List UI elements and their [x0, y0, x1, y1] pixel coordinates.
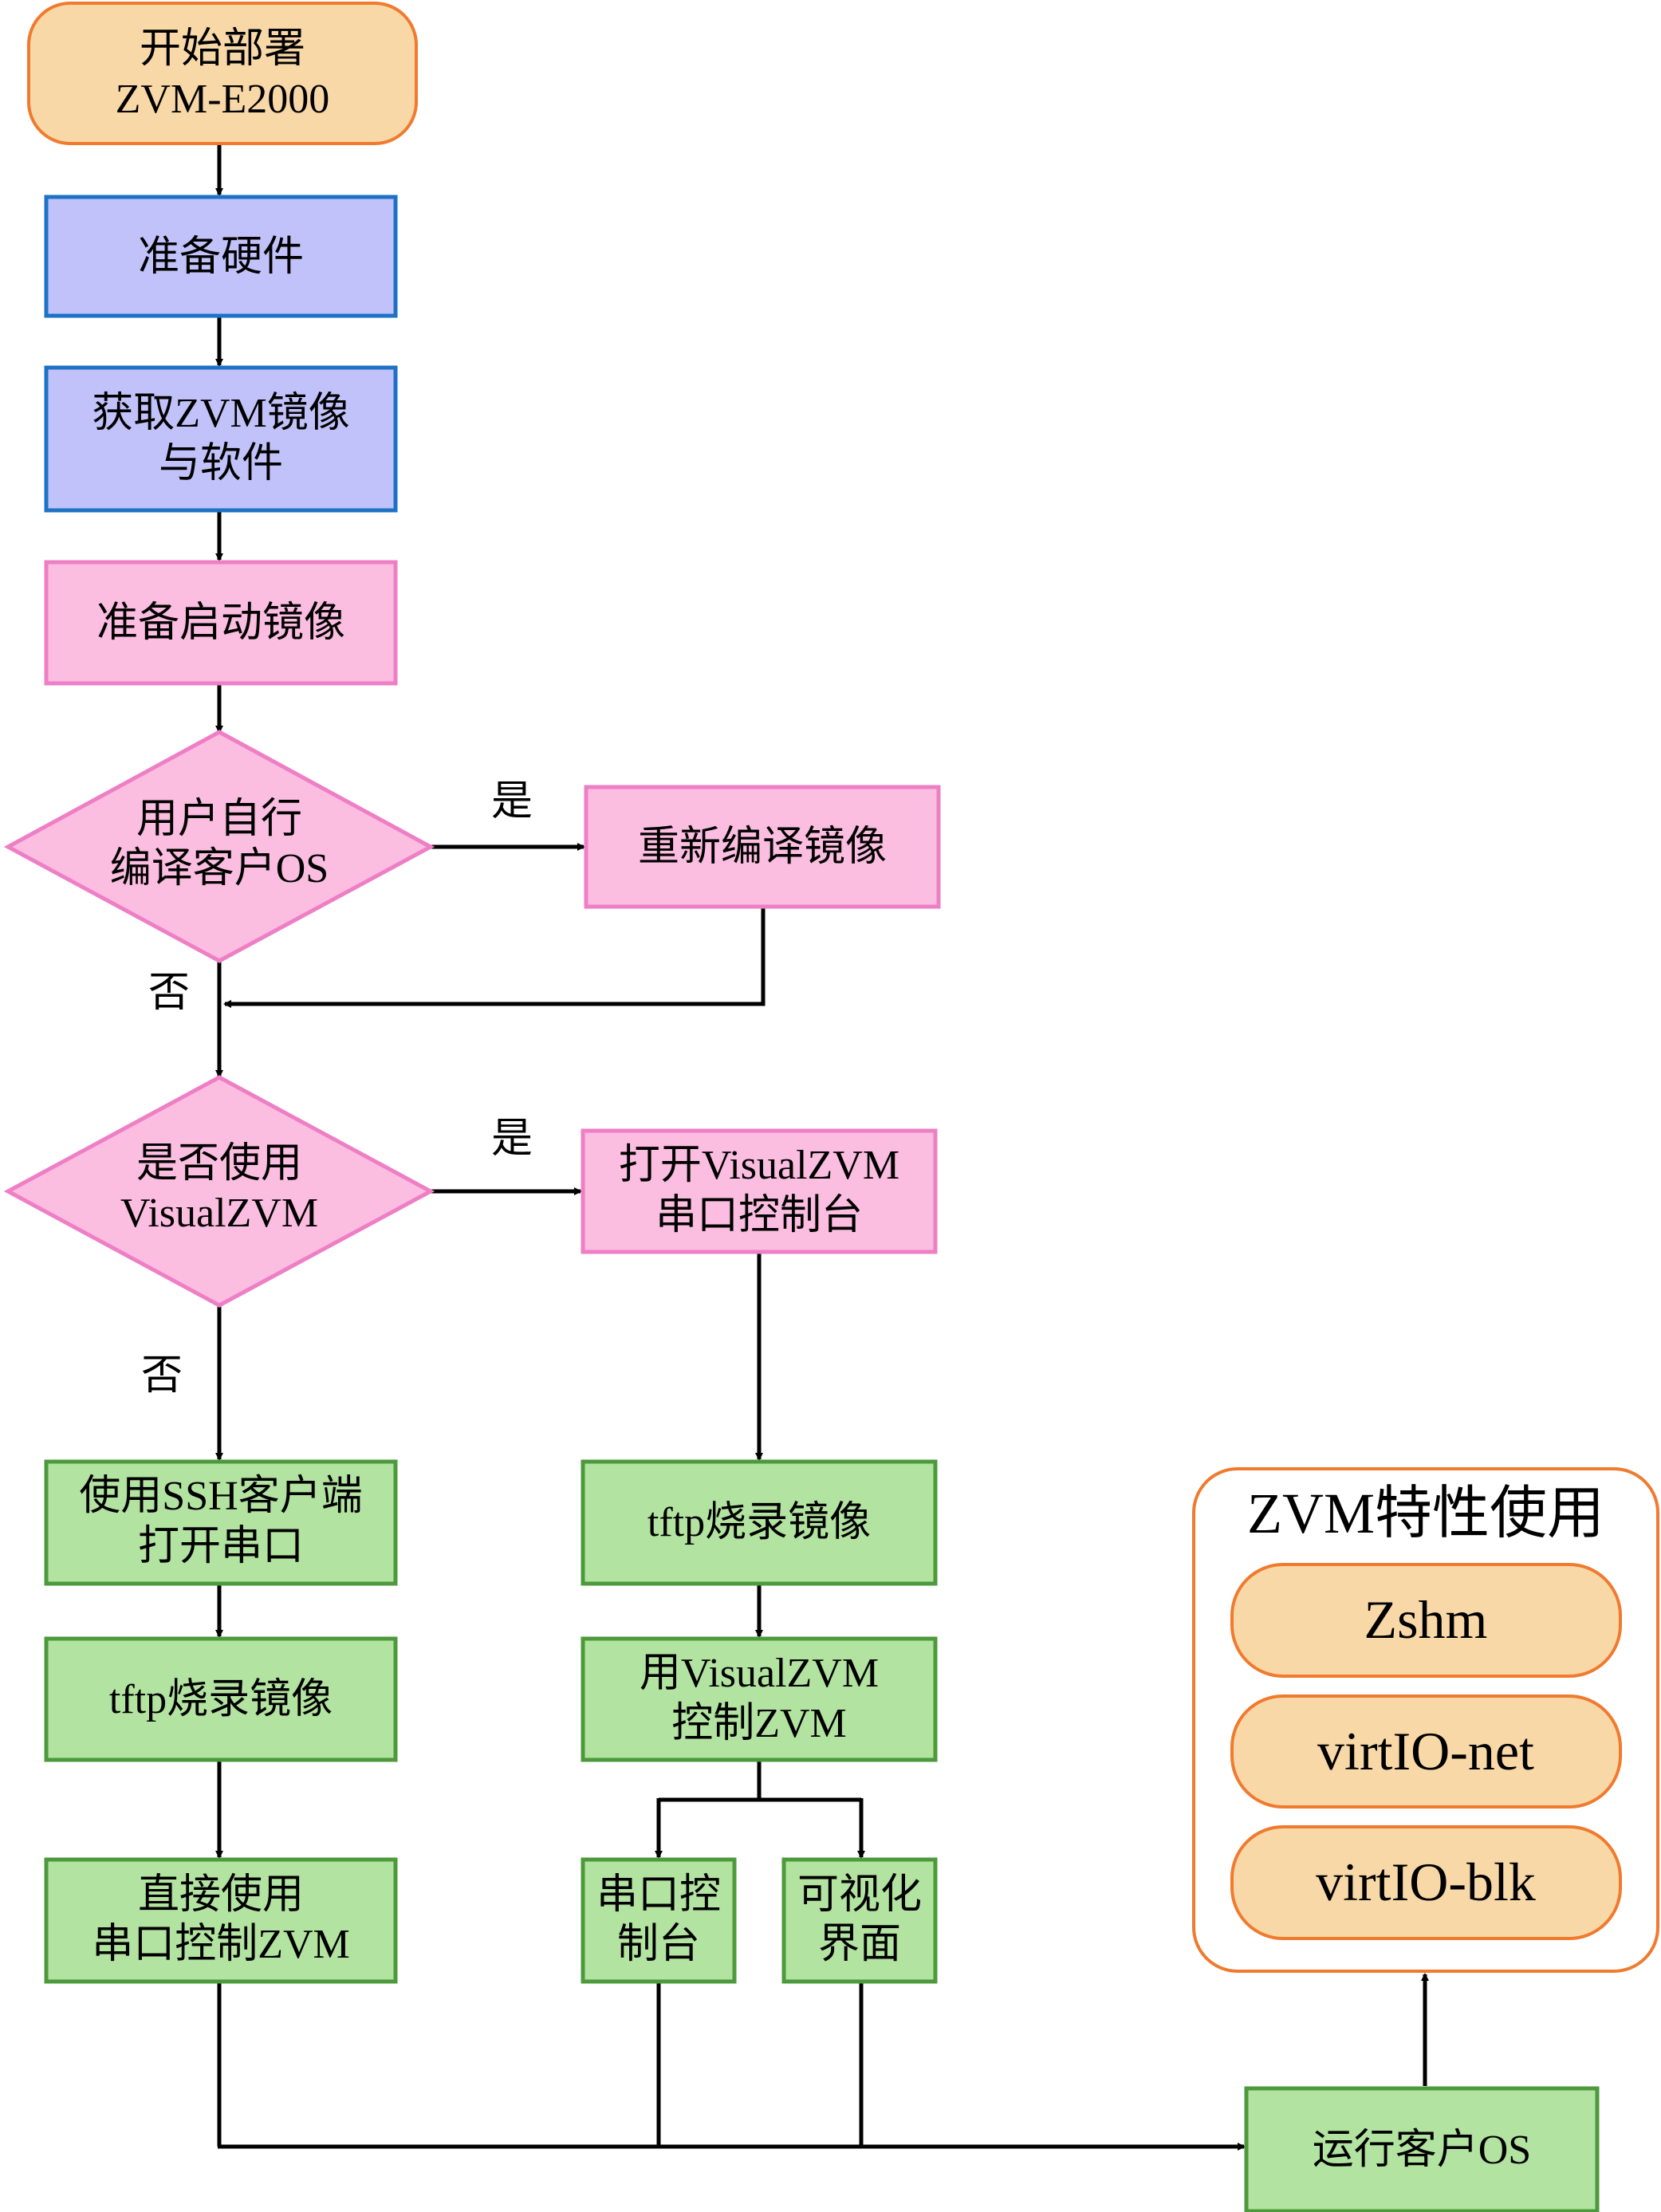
- feature-item-zshm: Zshm: [1230, 1563, 1622, 1678]
- serial-console-line2: 制台: [617, 1922, 700, 1967]
- visual-interface-step: 可视化 界面: [781, 1857, 938, 1984]
- serial-console-line1: 串口控: [596, 1872, 721, 1918]
- run-guest-os-step: 运行客户OS: [1244, 2086, 1600, 2212]
- visualzvm-decision: 是否使用 VisualZVM: [3, 1075, 435, 1308]
- tftp-flash-right-label: tftp烧录镜像: [647, 1500, 871, 1545]
- recompile-image-step: 重新编译镜像: [584, 785, 941, 909]
- start-node-line1: 开始部署: [140, 26, 305, 72]
- feature-item-label: virtIO-net: [1317, 1721, 1534, 1781]
- prepare-boot-image-label: 准备启动镜像: [96, 600, 345, 646]
- features-panel: ZVM特性使用 Zshm virtIO-net virtIO-blk: [1192, 1467, 1659, 1973]
- prepare-boot-image-step: 准备启动镜像: [44, 560, 398, 686]
- visualzvm-decision-line1: 是否使用: [136, 1141, 302, 1187]
- tftp-flash-left-step: tftp烧录镜像: [44, 1636, 398, 1762]
- visualzvm-decision-line2: VisualZVM: [120, 1191, 318, 1236]
- serial-control-zvm-step: 直接使用 串口控制ZVM: [44, 1857, 398, 1984]
- compile-decision-line2: 编译客户OS: [110, 846, 329, 891]
- visual-interface-line1: 可视化: [797, 1872, 922, 1918]
- ssh-open-serial-line1: 使用SSH客户端: [79, 1474, 362, 1519]
- open-visualzvm-line2: 串口控制台: [655, 1193, 863, 1238]
- feature-item-virtio-net: virtIO-net: [1230, 1694, 1622, 1809]
- edge-label-yes-visual: 是: [491, 1116, 533, 1162]
- open-visualzvm-step: 打开VisualZVM 串口控制台: [581, 1128, 938, 1254]
- edge-label-yes-compile: 是: [491, 779, 533, 825]
- get-image-line2: 与软件: [159, 441, 283, 486]
- open-visualzvm-line1: 打开VisualZVM: [619, 1143, 899, 1188]
- feature-item-label: virtIO-blk: [1316, 1852, 1536, 1912]
- start-node: 开始部署 ZVM-E2000: [27, 2, 418, 145]
- visual-interface-line2: 界面: [818, 1922, 901, 1967]
- prepare-hardware-step: 准备硬件: [44, 195, 398, 318]
- feature-item-label: Zshm: [1364, 1589, 1488, 1650]
- serial-console-step: 串口控 制台: [581, 1857, 737, 1984]
- visualzvm-control-step: 用VisualZVM 控制ZVM: [581, 1636, 938, 1762]
- start-node-line2: ZVM-E2000: [116, 77, 330, 122]
- connectors: [215, 144, 1429, 2151]
- edge-label-no-compile: 否: [148, 970, 190, 1016]
- features-panel-title: ZVM特性使用: [1247, 1482, 1604, 1545]
- prepare-hardware-label: 准备硬件: [138, 234, 304, 280]
- edge-recompile-merge: [223, 907, 766, 1008]
- serial-control-zvm-line1: 直接使用: [138, 1872, 304, 1918]
- recompile-image-label: 重新编译镜像: [638, 825, 887, 870]
- tftp-flash-right-step: tftp烧录镜像: [581, 1459, 938, 1586]
- get-image-step: 获取ZVM镜像 与软件: [44, 365, 398, 513]
- ssh-open-serial-step: 使用SSH客户端 打开串口: [44, 1459, 398, 1586]
- visualzvm-control-line2: 控制ZVM: [671, 1701, 847, 1746]
- run-guest-os-label: 运行客户OS: [1313, 2127, 1531, 2173]
- compile-decision: 用户自行 编译客户OS: [3, 730, 435, 963]
- compile-decision-line1: 用户自行: [136, 797, 302, 842]
- tftp-flash-left-label: tftp烧录镜像: [109, 1677, 333, 1722]
- edge-label-no-visual: 否: [141, 1353, 183, 1399]
- ssh-open-serial-line2: 打开串口: [138, 1524, 304, 1569]
- feature-item-virtio-blk: virtIO-blk: [1230, 1825, 1622, 1940]
- get-image-line1: 获取ZVM镜像: [92, 391, 350, 436]
- visualzvm-control-line1: 用VisualZVM: [640, 1651, 879, 1696]
- serial-control-zvm-line2: 串口控制ZVM: [92, 1922, 350, 1967]
